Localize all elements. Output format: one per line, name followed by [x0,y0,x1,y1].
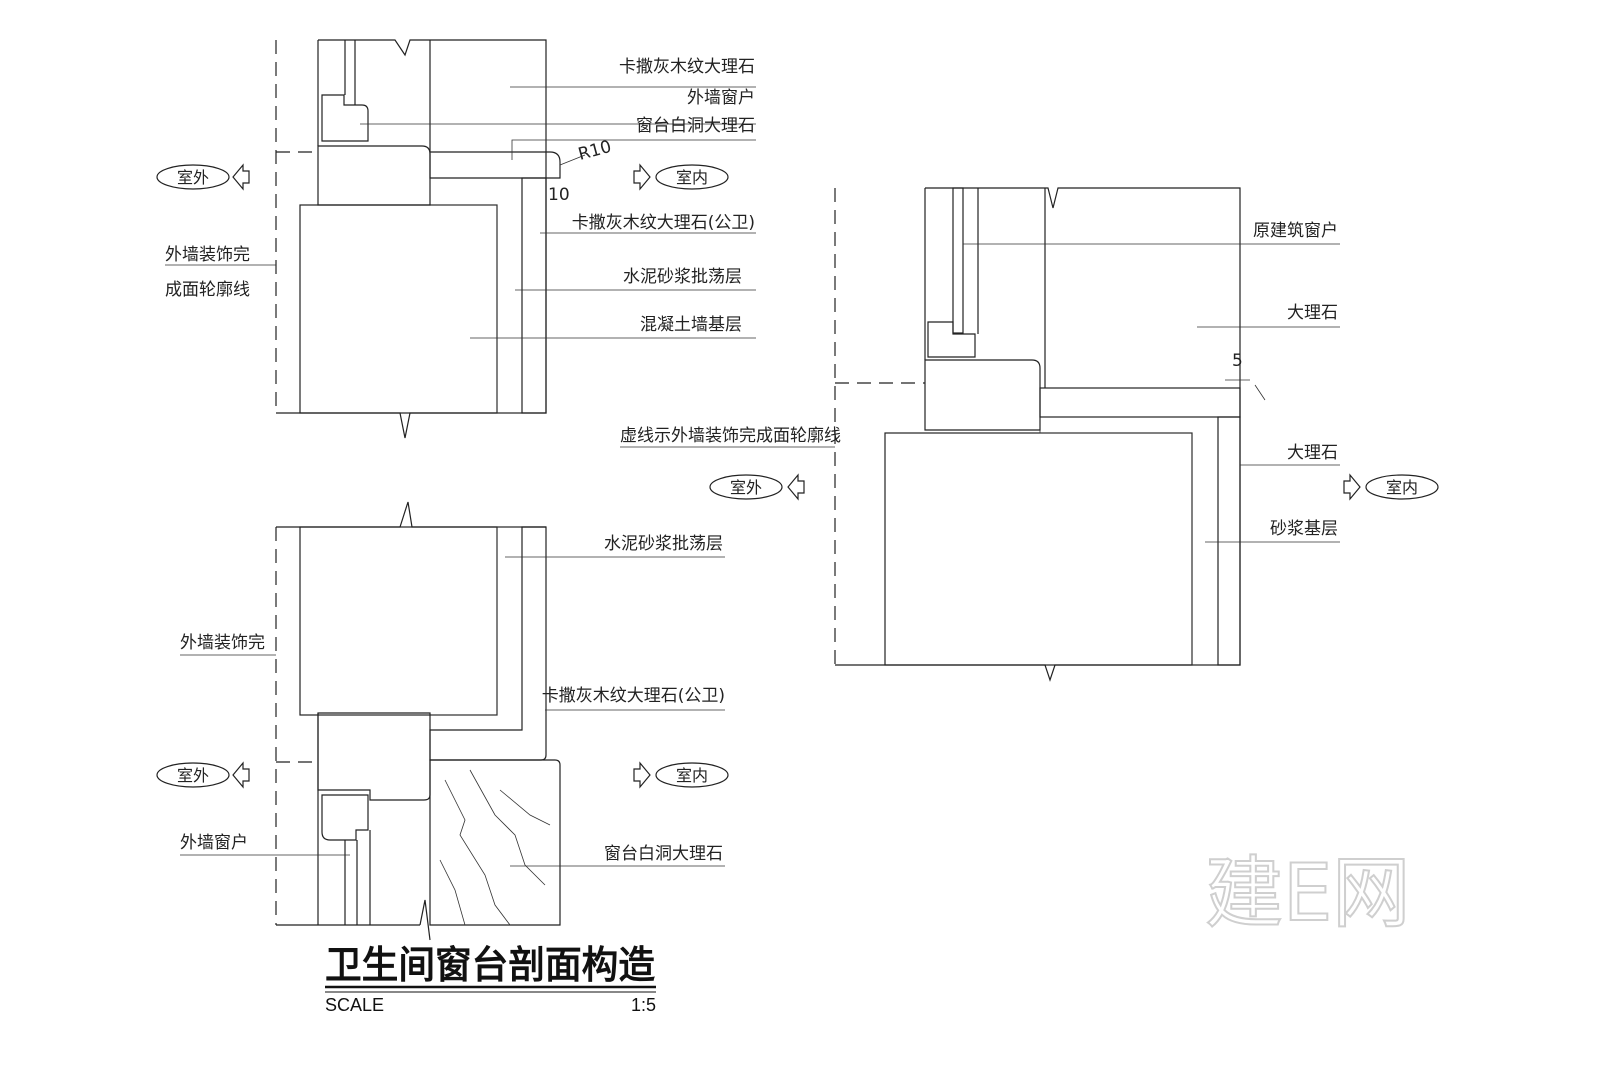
marble-cladding [521,177,547,414]
dim-5: 5 [1232,351,1243,371]
inside-tag: 室内 [633,163,729,191]
marble-sill [1039,387,1241,418]
label-ext-finish: 外墙装饰完 [180,633,265,653]
label-mortar-base: 砂浆基层 [1270,519,1338,539]
label-dashed-note: 虚线示外墙装饰完成面轮廓线 [620,426,841,446]
sill-marble-stone [429,759,561,926]
inside-tag: 室内 [633,761,729,789]
detail1-outline [300,39,547,439]
label-sill-marble: 窗台白洞大理石 [636,116,755,136]
label-ext-window: 外墙窗户 [687,88,755,108]
label-marble-top: 大理石 [1287,303,1338,323]
title-block: 卫生间窗台剖面构造 SCALE 1:5 [325,943,656,1015]
label-mortar: 水泥砂浆批荡层 [604,534,723,554]
glass-pane [952,187,964,334]
window-frame-lower [317,145,431,206]
label-marble-grey-public: 卡撒灰木纹大理石(公卫) [572,213,755,233]
window-frame-upper [321,94,369,142]
arrow-right-icon [633,761,651,789]
label-marble-grey: 卡撒灰木纹大理石 [619,57,755,77]
watermark-logo: 建E网 [1205,849,1410,939]
arrow-left-icon [232,163,250,191]
outside-tag: 室外 [156,761,250,789]
detail-3: 水泥砂浆批荡层 外墙装饰完 卡撒灰木纹大理石(公卫) 外墙窗户 窗台白洞大理石 … [156,501,729,941]
concrete-wall [299,526,498,716]
label-ext-finish-2: 成面轮廓线 [165,280,250,300]
svg-text:室外: 室外 [177,766,209,785]
mortar-layer [429,526,523,731]
scale-label: SCALE [325,995,384,1015]
label-marble-grey-public: 卡撒灰木纹大理石(公卫) [542,686,725,706]
window-frame-lower [321,794,369,841]
svg-text:室内: 室内 [676,168,708,187]
mortar-base [1039,416,1219,666]
label-mortar: 水泥砂浆批荡层 [623,267,742,287]
dim-10: 10 [548,185,570,205]
label-orig-window: 原建筑窗户 [1253,221,1338,241]
label-sill-marble: 窗台白洞大理石 [604,844,723,864]
concrete-wall [299,204,498,414]
svg-text:室外: 室外 [730,478,762,497]
window-frame-upper [317,712,431,801]
detail-1: 卡撒灰木纹大理石 外墙窗户 窗台白洞大理石 R10 10 卡撒灰木纹大理石(公卫… [156,39,756,439]
label-ext-finish-1: 外墙装饰完 [165,245,250,265]
arrow-left-icon [787,473,805,501]
svg-text:室内: 室内 [1386,478,1418,497]
outside-tag: 室外 [709,473,805,501]
inside-tag: 室内 [1343,473,1439,501]
arrow-left-icon [232,761,250,789]
concrete-wall [884,432,1193,666]
label-radius: R10 [576,137,613,165]
mortar-layer [429,177,523,414]
window-frame-lower [924,359,1041,431]
detail-2: 原建筑窗户 大理石 虚线示外墙装饰完成面轮廓线 大理石 砂浆基层 5 室外 室内 [620,187,1439,682]
drawing-title: 卫生间窗台剖面构造 [325,943,655,987]
label-marble-side: 大理石 [1287,443,1338,463]
svg-text:室内: 室内 [676,766,708,785]
sill-stone [429,151,561,179]
window-frame-upper [927,321,976,358]
arrow-right-icon [1343,473,1361,501]
label-concrete: 混凝土墙基层 [640,315,742,335]
svg-text:室外: 室外 [177,168,209,187]
detail2-outline [885,187,1241,682]
label-ext-window: 外墙窗户 [180,833,248,853]
scale-value: 1:5 [631,995,656,1015]
outside-tag: 室外 [156,163,250,191]
arrow-right-icon [633,163,651,191]
marble-cladding [429,526,547,761]
